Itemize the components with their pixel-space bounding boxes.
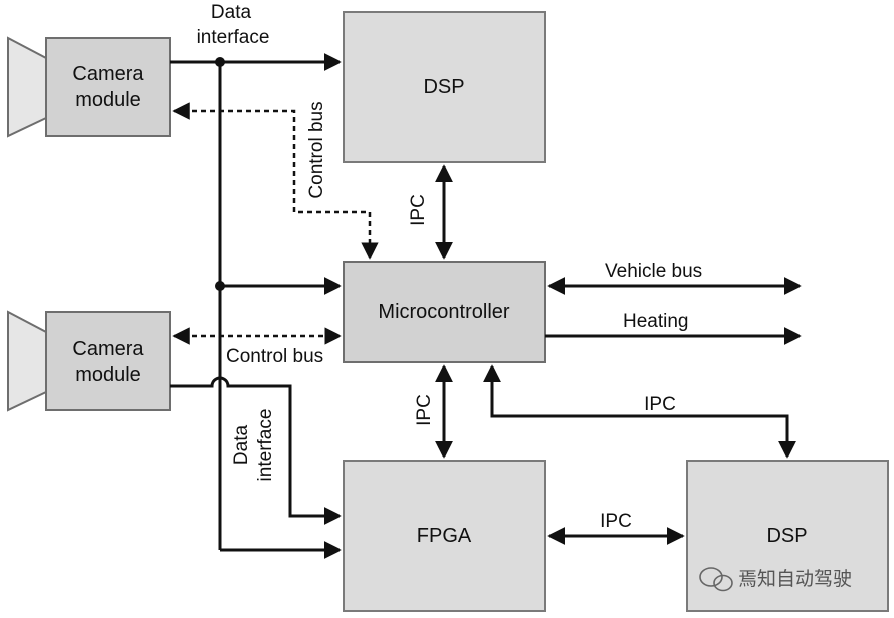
- microcontroller-label: Microcontroller: [378, 301, 509, 323]
- camera-module-bottom: Camera module: [7, 310, 171, 412]
- camera-top-label-line1: Camera: [72, 63, 144, 85]
- ipc-dsp-mc-label: IPC: [408, 194, 429, 226]
- camera-top-label-line2: module: [75, 89, 141, 111]
- watermark: 焉知自动驾驶: [699, 567, 852, 592]
- control-bus-bottom-label: Control bus: [226, 346, 323, 367]
- microcontroller-block: Microcontroller: [343, 261, 546, 363]
- data-interface-bottom-label-line1: Data: [231, 425, 252, 466]
- control-bus-top-label: Control bus: [306, 101, 327, 198]
- dsp-right-block: DSP: [686, 460, 889, 612]
- camera-module-top: Camera module: [7, 36, 171, 138]
- watermark-text: 焉知自动驾驶: [738, 568, 852, 590]
- ipc-mc-fpga-label: IPC: [414, 394, 435, 426]
- control-bus-top-line: [172, 102, 379, 260]
- ipc-fpga-dsp-label: IPC: [600, 511, 632, 532]
- vehicle-bus-label: Vehicle bus: [605, 261, 702, 282]
- data-interface-bottom-label-line2: interface: [255, 409, 276, 482]
- dsp-right-label: DSP: [766, 525, 807, 547]
- data-interface-top-label-line2: interface: [197, 27, 270, 48]
- heating-label: Heating: [623, 311, 689, 332]
- dsp-top-block: DSP: [343, 11, 546, 163]
- fpga-block: FPGA: [343, 460, 546, 612]
- camera-lens-icon: [7, 36, 47, 138]
- camera-bottom-label-line1: Camera: [72, 338, 144, 360]
- junction-dot: [215, 57, 225, 67]
- camera-bottom-label-line2: module: [75, 364, 141, 386]
- chat-bubble-icon: [699, 567, 733, 592]
- ipc-microcontroller-dsp-line: [483, 364, 796, 459]
- fpga-label: FPGA: [417, 525, 472, 547]
- data-interface-top-label-line1: Data: [211, 2, 252, 23]
- dsp-top-label: DSP: [423, 76, 464, 98]
- camera-lens-icon: [7, 310, 47, 412]
- data-line-camera-bottom-to-fpga: [170, 376, 342, 525]
- ipc-mc-dsp-label: IPC: [644, 394, 676, 415]
